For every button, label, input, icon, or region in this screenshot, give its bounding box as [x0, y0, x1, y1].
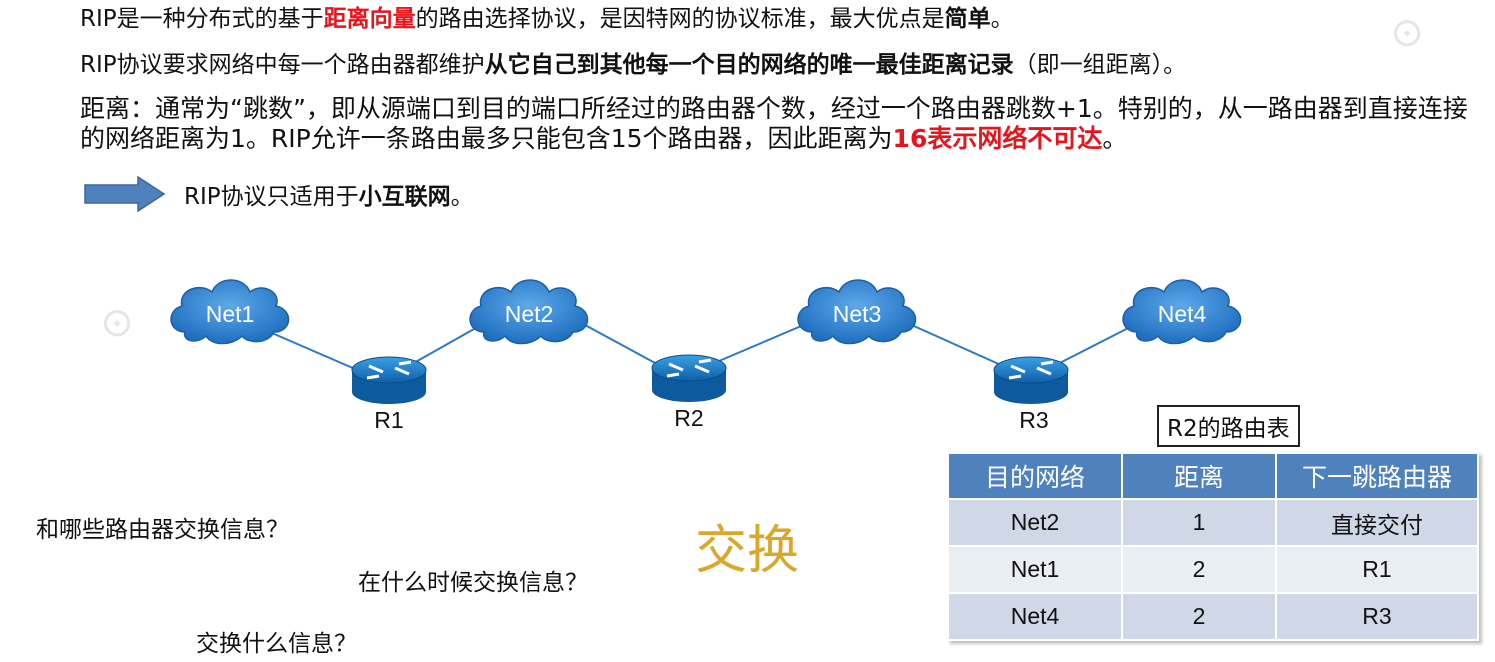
- svg-text:Net2: Net2: [505, 301, 554, 327]
- router-r2: [650, 353, 728, 404]
- svg-text:Net3: Net3: [833, 301, 882, 327]
- column-header-destination: 目的网络: [947, 452, 1123, 500]
- router-r1: [350, 355, 428, 406]
- table-header-row: 目的网络 距离 下一跳路由器: [947, 452, 1479, 500]
- emphasis-simple: 简单: [944, 6, 991, 32]
- router-r3: [992, 355, 1070, 406]
- cloud-net4: Net4: [1122, 279, 1242, 345]
- paragraph-rip-requirement: RIP协议要求网络中每一个路由器都维护从它自己到其他每一个目的网络的唯一最佳距离…: [80, 52, 1187, 78]
- cloud-net1: Net1: [170, 279, 290, 345]
- router-r3-label: R3: [1019, 407, 1048, 433]
- routing-table-title: R2的路由表: [1157, 405, 1300, 447]
- question-when: 在什么时候交换信息？: [358, 570, 588, 596]
- right-arrow-icon: [84, 176, 166, 212]
- cloud-net3: Net3: [797, 279, 917, 345]
- emphasis-unreachable: 16表示网络不可达: [892, 124, 1103, 153]
- emphasis-small-internet: 小互联网: [358, 184, 451, 210]
- routing-table: 目的网络 距离 下一跳路由器 Net2 1 直接交付 Net1 2 R1 Net…: [947, 452, 1479, 641]
- router-icon: [992, 355, 1070, 406]
- router-icon: [650, 353, 728, 404]
- svg-text:Net4: Net4: [1158, 301, 1207, 327]
- column-header-next-hop: 下一跳路由器: [1275, 452, 1479, 500]
- paragraph-distance-definition: 距离：通常为“跳数”，即从源端口到目的端口所经过的路由器个数，经过一个路由器跳数…: [80, 94, 1468, 153]
- router-r1-label: R1: [374, 407, 403, 433]
- conclusion-row: RIP协议只适用于小互联网。: [84, 176, 474, 212]
- svg-text:Net1: Net1: [206, 301, 255, 327]
- router-icon: [350, 355, 428, 406]
- table-row: Net1 2 R1: [947, 545, 1479, 594]
- paragraph-rip-intro: RIP是一种分布式的基于距离向量的路由选择协议，是因特网的协议标准，最大优点是简…: [80, 6, 1014, 32]
- table-row: Net4 2 R3: [947, 592, 1479, 641]
- column-header-distance: 距离: [1121, 452, 1277, 500]
- question-what: 交换什么信息？: [196, 631, 357, 657]
- emphasis-distance-vector: 距离向量: [323, 6, 416, 32]
- emphasis-best-distance: 从它自己到其他每一个目的网络的唯一最佳距离记录: [484, 52, 1014, 78]
- question-which-routers: 和哪些路由器交换信息？: [36, 517, 289, 543]
- router-r2-label: R2: [674, 405, 703, 431]
- table-row: Net2 1 直接交付: [947, 498, 1479, 547]
- exchange-label: 交换: [695, 521, 800, 581]
- cloud-net2: Net2: [469, 279, 589, 345]
